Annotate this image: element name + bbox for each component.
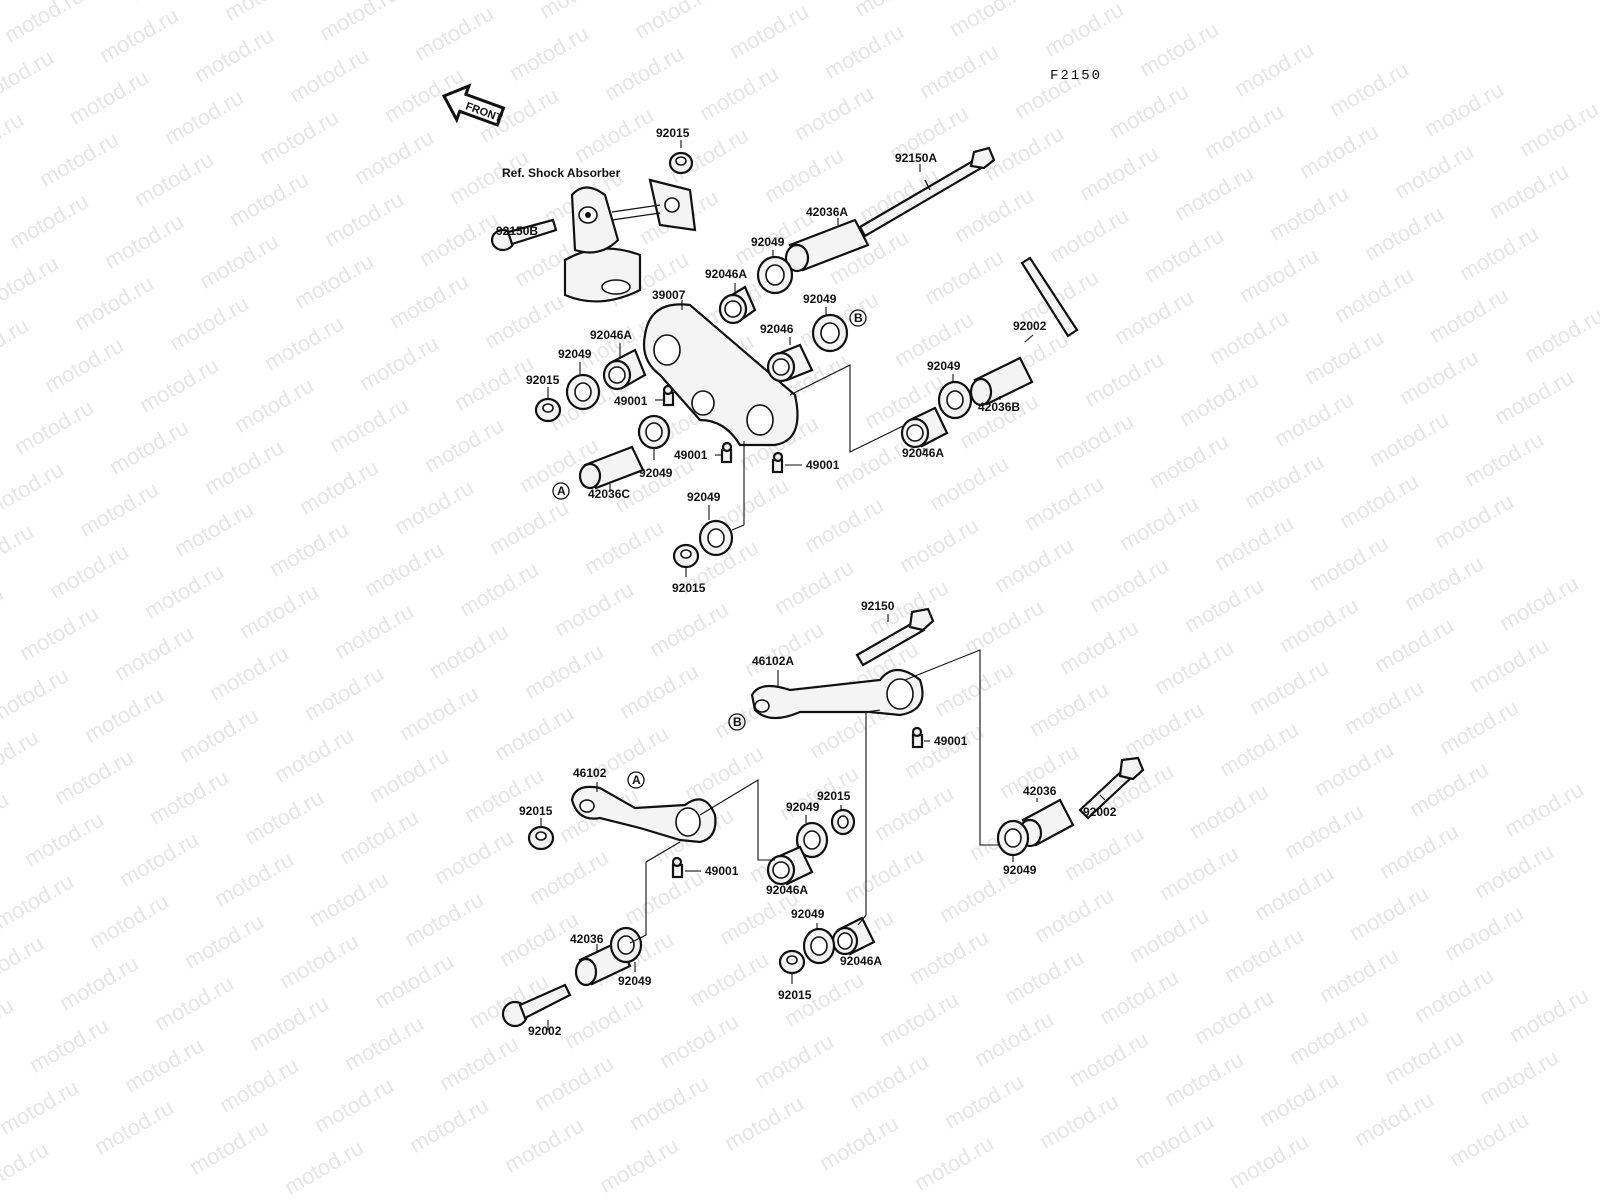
seal-92049-j: 92049	[791, 907, 836, 965]
bolt-92002-b: 92002	[1078, 756, 1145, 820]
label-92015-top: 92015	[656, 126, 690, 140]
label-92046: 92046	[760, 322, 794, 336]
bearing-92046: 92046	[760, 322, 814, 383]
seal-92049-g: 92049	[786, 800, 829, 859]
label-92002-a: 92002	[1013, 319, 1047, 333]
label-46102A: 46102A	[752, 654, 794, 668]
guide-lines-lower	[629, 649, 1000, 944]
label-92015-d: 92015	[519, 804, 553, 818]
collar-42036C: 42036C A	[552, 445, 645, 501]
bearing-92046A-e: 92046A	[831, 916, 882, 968]
seal-92049-b: 92049 B	[803, 292, 867, 353]
label-46102: 46102	[573, 766, 607, 780]
bolt-92150: 92150	[855, 599, 935, 667]
nut-92015-d: 92015	[519, 804, 555, 851]
label-92049-a: 92049	[751, 235, 785, 249]
label-42036-b: 42036	[570, 932, 604, 946]
label-92049-i: 92049	[618, 974, 652, 988]
rocker-arm-39007: 39007	[642, 288, 799, 447]
grease-nipple-49001-c: 49001	[771, 451, 840, 474]
label-49001-b: 49001	[674, 448, 708, 462]
label-92046A-c: 92046A	[902, 446, 944, 460]
label-49001-e: 49001	[705, 864, 739, 878]
label-92015-f: 92015	[778, 988, 812, 1002]
label-92015-b: 92015	[526, 373, 560, 387]
label-92015-c: 92015	[672, 581, 706, 595]
bearing-92046A-c: 92046A	[900, 406, 949, 460]
bolt-92150A: 92150A	[858, 146, 996, 238]
marker-b-lower: B	[733, 715, 742, 729]
label-92049-d: 92049	[639, 466, 673, 480]
bearing-92046A-a: 92046A	[705, 267, 757, 325]
marker-a-lower: A	[632, 773, 641, 787]
label-92046A-e: 92046A	[840, 954, 882, 968]
label-42036C: 42036C	[588, 487, 630, 501]
bearing-92046A-d: 92046A	[766, 845, 814, 897]
nut-92015-f: 92015	[778, 949, 812, 1002]
tie-rod-46102A: 46102A B	[728, 654, 924, 731]
nut-92015-c: 92015	[672, 543, 706, 595]
label-92046A-a: 92046A	[705, 267, 747, 281]
label-92046A-d: 92046A	[766, 883, 808, 897]
grease-nipple-49001-d: 49001	[911, 726, 968, 749]
seal-92049-e: 92049	[687, 490, 734, 557]
bearing-92046A-b: 92046A	[590, 328, 647, 391]
seal-92049-d: 92049	[637, 414, 673, 480]
seal-92049-a: 92049	[751, 235, 794, 295]
grease-nipple-49001-e: 49001	[671, 856, 739, 879]
label-92049-f: 92049	[927, 359, 961, 373]
front-arrow-icon: FRONT	[441, 83, 506, 127]
collar-42036A: 42036A	[784, 205, 870, 273]
label-92150: 92150	[861, 599, 895, 613]
collar-42036B: 42036B	[969, 356, 1034, 414]
seal-92049-h: 92049	[996, 819, 1037, 877]
nut-92015-b: 92015	[526, 373, 562, 423]
label-42036B: 42036B	[978, 400, 1020, 414]
seal-92049-c: 92049	[558, 347, 601, 411]
tie-rod-46102: 46102 A	[570, 766, 717, 844]
shock-absorber-ref: Ref. Shock Absorber	[502, 166, 697, 303]
label-92150A: 92150A	[895, 151, 937, 165]
label-92046A-b: 92046A	[590, 328, 632, 342]
label-92049-h: 92049	[1003, 863, 1037, 877]
grease-nipple-49001-a: 49001	[614, 384, 675, 408]
label-49001-a: 49001	[614, 394, 648, 408]
label-92049-e: 92049	[687, 490, 721, 504]
guide-lines-upper	[731, 364, 906, 531]
nut-92015-top: 92015	[656, 126, 694, 175]
marker-b-upper: B	[854, 311, 863, 325]
seal-92049-f: 92049	[927, 359, 973, 420]
label-92049-g: 92049	[786, 800, 820, 814]
label-92002-c: 92002	[528, 1024, 562, 1038]
grease-nipple-49001-b: 49001	[674, 441, 733, 464]
seal-92049-i: 92049	[609, 926, 652, 988]
ref-shock-absorber-label: Ref. Shock Absorber	[502, 166, 621, 180]
collar-42036: 42036	[1017, 784, 1075, 848]
label-92015-e: 92015	[817, 789, 851, 803]
label-92150B: 92150B	[496, 224, 538, 238]
label-92002-b: 92002	[1083, 805, 1117, 819]
diagram-code: F2150	[1050, 68, 1102, 84]
label-42036: 42036	[1023, 784, 1057, 798]
marker-a-upper: A	[557, 484, 566, 498]
label-92049-b: 92049	[803, 292, 837, 306]
label-49001-c: 49001	[806, 458, 840, 472]
label-92049-j: 92049	[791, 907, 825, 921]
label-92049-c: 92049	[558, 347, 592, 361]
bolt-92002-c: 92002	[501, 983, 572, 1038]
bolt-92002-a: 92002	[1013, 256, 1079, 343]
label-49001-d: 49001	[934, 734, 968, 748]
label-42036A: 42036A	[806, 205, 848, 219]
bolt-92150B: 92150B	[490, 218, 558, 252]
label-39007: 39007	[652, 288, 686, 302]
collar-92015-e: 92015	[817, 789, 856, 836]
